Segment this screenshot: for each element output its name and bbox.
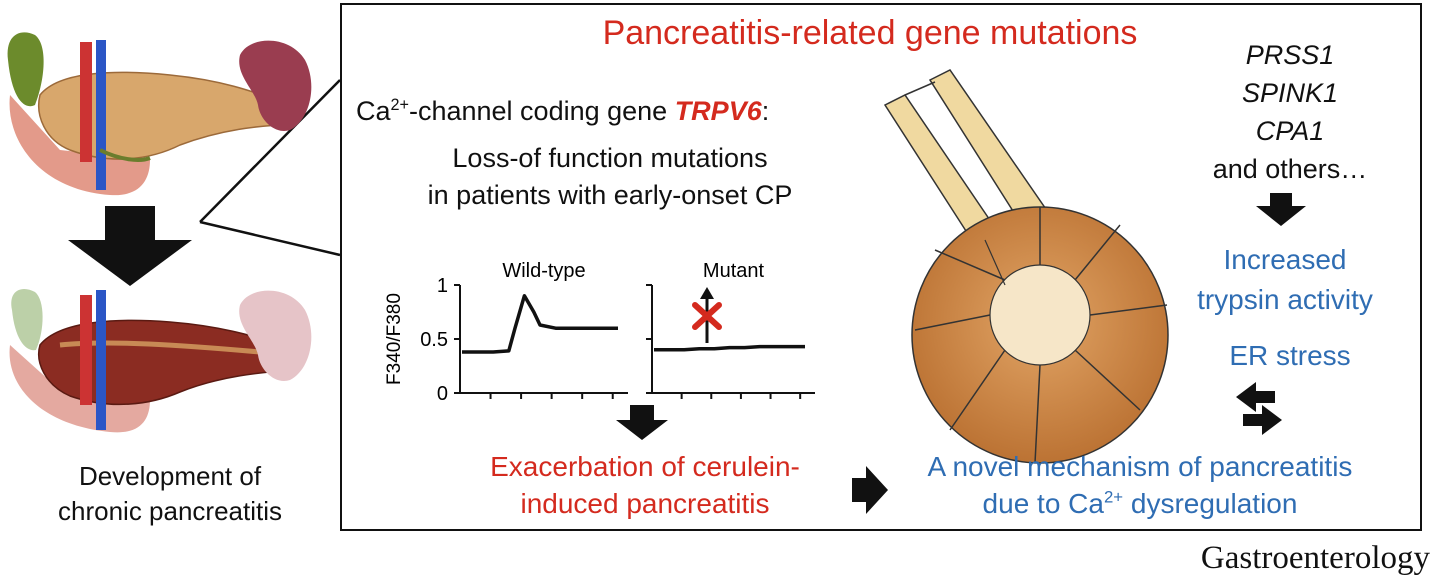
ca-superscript: 2+ [390,96,409,114]
loss-of-function-text: Loss-of function mutations in patients w… [360,140,860,214]
progression-arrow [68,206,192,286]
panel-1-series-line [654,344,805,352]
callout-line-bottom [199,220,341,257]
trypsin-line-1: Increased [1223,244,1347,275]
increased-trypsin-text: Increased trypsin activity [1170,240,1400,320]
bidirectional-arrow-icon [1236,382,1282,435]
mutant-up-arrow-head [700,287,714,299]
development-line-1: Development of [78,461,262,491]
novel-line-2: due to Ca2+ dysregulation [880,485,1400,522]
ca-prefix: Ca [356,96,391,126]
exacerbation-line-2: induced pancreatitis [520,488,770,519]
genes-down-arrow [1256,193,1306,226]
panel-0-title: Wild-type [502,260,585,282]
ca-channel-line: Ca2+-channel coding gene TRPV6: [356,96,876,127]
page-title: Pancreatitis-related gene mutations [602,14,1138,52]
gene-list: PRSS1 SPINK1 CPA1 and others… [1180,36,1400,188]
novel-mechanism-text: A novel mechanism of pancreatitis due to… [880,448,1400,522]
main-panel [340,3,1422,531]
chart-down-arrow [616,405,668,440]
loss-line-1: Loss-of function mutations [452,143,768,173]
red-x-icon-stroke-2 [692,302,722,330]
loss-line-2: in patients with early-onset CP [427,180,793,210]
ca-middle: -channel coding gene [408,96,675,126]
ca-suffix: : [761,96,770,126]
panel-1-title: Mutant [703,260,765,282]
ytick-label: 0.5 [420,329,448,351]
novel-superscript: 2+ [1103,487,1124,507]
panel-0-series-line [462,294,618,354]
novel-line-2-suffix: dysregulation [1123,488,1298,519]
gene-others: and others… [1212,154,1368,184]
ytick-label: 0 [437,383,448,405]
novel-line-1: A novel mechanism of pancreatitis [927,451,1353,482]
gene-prss1: PRSS1 [1245,40,1335,70]
trypsin-line-2: trypsin activity [1197,284,1373,315]
trpv6-chart: F340/F380 0 0.5 1 Wild-type Mutant [384,260,815,405]
healthy-pancreas-illustration [7,32,312,196]
chronic-pancreas-illustration [9,289,312,433]
callout-line-top [199,79,341,223]
acinus-illustration [883,69,1169,464]
exacerbation-line-1: Exacerbation of cerulein- [490,451,800,482]
ytick-label: 1 [437,275,448,297]
exacerbation-text: Exacerbation of cerulein- induced pancre… [450,448,840,522]
right-arrow [852,466,888,514]
trpv6-gene: TRPV6 [674,96,762,126]
er-stress-text: ER stress [1229,340,1351,371]
journal-logo: Gastroenterology [1200,540,1430,576]
y-axis-label: F340/F380 [384,293,405,385]
gene-cpa1: CPA1 [1255,116,1325,146]
novel-line-2-prefix: due to Ca [982,488,1104,519]
gene-spink1: SPINK1 [1241,78,1339,108]
development-text: Development of chronic pancreatitis [20,459,320,529]
development-line-2: chronic pancreatitis [58,496,282,526]
